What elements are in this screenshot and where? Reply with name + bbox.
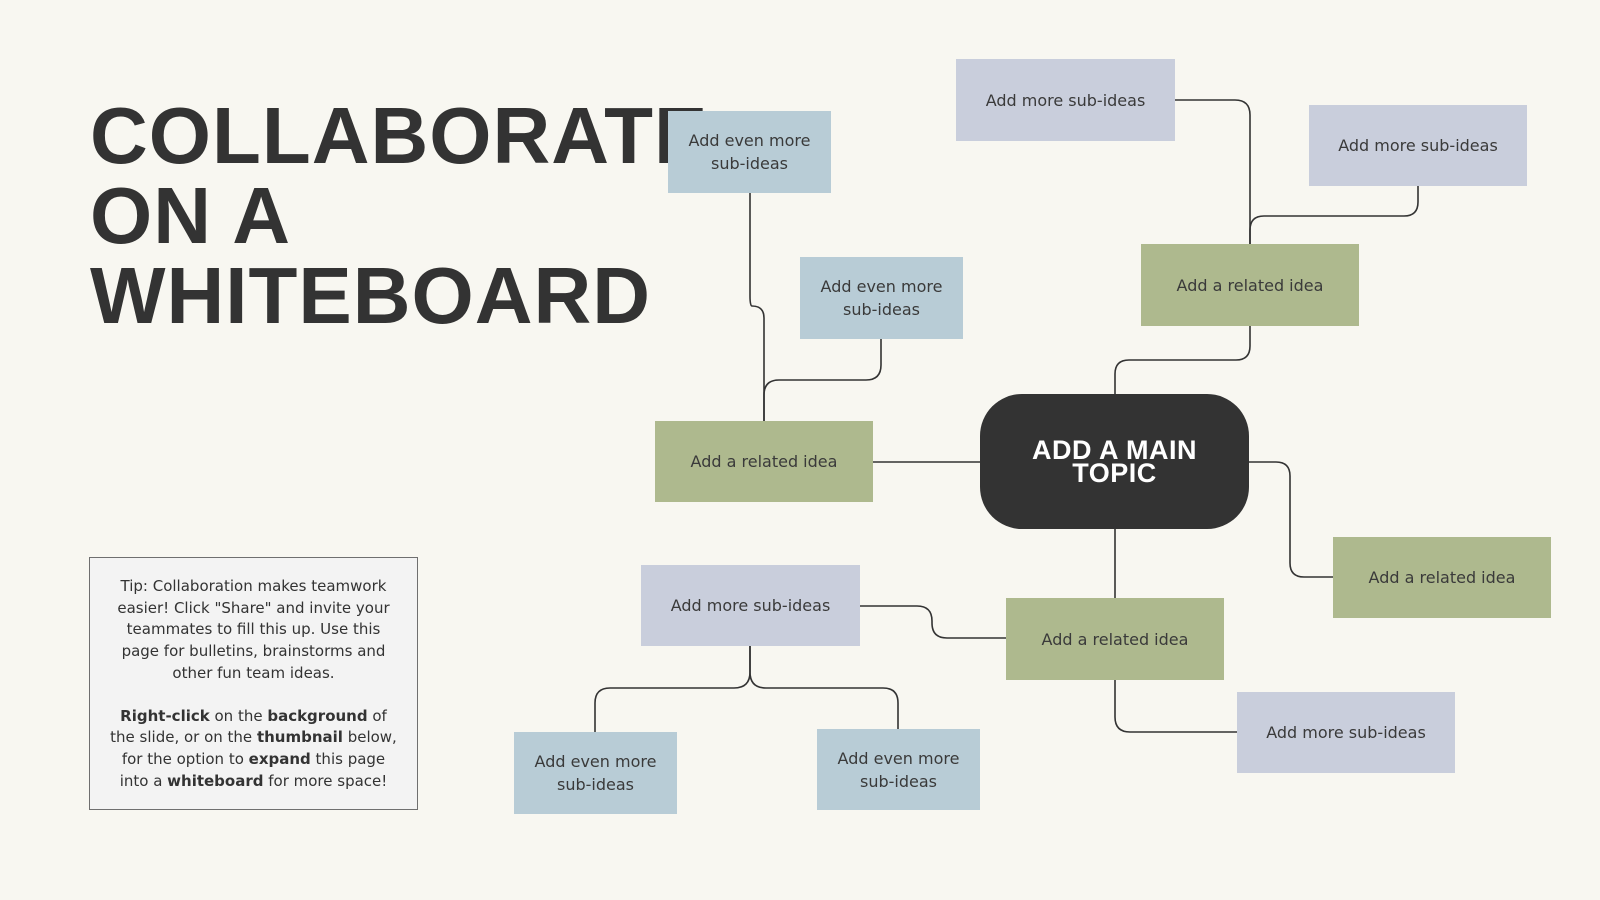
related-idea-top-right[interactable]: Add a related idea — [1141, 244, 1359, 326]
tip-text: for more space! — [263, 771, 388, 790]
page-title-line-1: COLLABORATE — [90, 91, 709, 180]
main-topic[interactable]: ADD A MAIN TOPIC — [980, 394, 1249, 529]
tip-paragraph-2: Right-click on the background of the sli… — [106, 706, 401, 793]
related-idea-left[interactable]: Add a related idea — [655, 421, 873, 502]
tip-thumbnail: thumbnail — [256, 728, 343, 747]
sub-sub-idea-mid-left[interactable]: Add even more sub-ideas — [800, 257, 963, 339]
tip-expand: expand — [248, 749, 311, 768]
sub-idea-top[interactable]: Add more sub-ideas — [956, 59, 1175, 141]
sub-sub-idea-bottom-left[interactable]: Add even more sub-ideas — [514, 732, 677, 814]
connector-sub-bottom-left-to-subsub-bottom-mid — [749, 646, 899, 729]
tip-text: of the slide, or on the — [110, 706, 387, 747]
sub-idea-top-right[interactable]: Add more sub-ideas — [1309, 105, 1527, 186]
connector-related-bottom-to-sub-bottom-right — [1114, 680, 1237, 733]
tip-background: background — [267, 706, 368, 725]
connector-sub-bottom-left-to-subsub-bottom-left — [594, 646, 751, 732]
tip-text: below, for the option to — [121, 728, 397, 768]
connector-main-to-related-top-right — [1114, 326, 1251, 394]
sub-idea-bottom-right[interactable]: Add more sub-ideas — [1237, 692, 1455, 773]
connector-related-top-right-to-sub-top — [1175, 99, 1251, 244]
tip-text: this page into a — [119, 749, 386, 790]
tip-whiteboard: whiteboard — [167, 771, 264, 790]
tip-box: Tip: Collaboration makes teamwork easier… — [89, 557, 418, 810]
related-idea-bottom[interactable]: Add a related idea — [1006, 598, 1224, 680]
connector-main-to-related-right — [1249, 461, 1333, 578]
sub-sub-idea-bottom-mid[interactable]: Add even more sub-ideas — [817, 729, 980, 810]
tip-paragraph-1: Tip: Collaboration makes teamwork easier… — [117, 577, 390, 682]
tip-text: on the — [209, 706, 268, 725]
sub-sub-idea-top-left[interactable]: Add even more sub-ideas — [668, 111, 831, 193]
connector-related-top-right-to-sub-top-right — [1249, 186, 1419, 244]
sub-idea-bottom-left[interactable]: Add more sub-ideas — [641, 565, 860, 646]
tip-right-click: Right-click — [120, 706, 210, 725]
related-idea-right[interactable]: Add a related idea — [1333, 537, 1551, 618]
connector-related-left-to-subsub-mid-left — [763, 339, 882, 421]
connector-related-left-to-subsub-top-left — [749, 193, 765, 421]
page-title-line-2: ON A — [90, 171, 292, 260]
connector-related-bottom-to-sub-bottom-left — [860, 605, 1006, 639]
page-title-line-3: WHITEBOARD — [90, 251, 652, 340]
page-title: COLLABORATE ON A WHITEBOARD — [90, 96, 708, 336]
